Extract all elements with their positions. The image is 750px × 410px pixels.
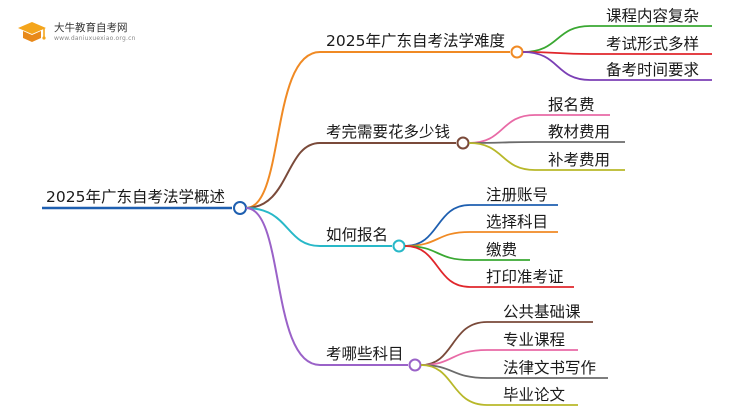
leaf-label: 专业课程 (503, 331, 565, 349)
leaf-label: 注册账号 (486, 186, 548, 204)
branch-node-subjects[interactable] (408, 358, 422, 372)
leaf-connector (522, 25, 591, 53)
logo-title: 大牛教育自考网 (54, 22, 128, 34)
leaf-label: 课程内容复杂 (606, 7, 699, 25)
site-logo[interactable]: 大牛教育自考网 www.daniuxuexiao.org.cn (14, 14, 154, 48)
logo-url: www.daniuxuexiao.org.cn (54, 35, 136, 42)
leaf-label: 备考时间要求 (606, 61, 699, 79)
leaf-connector (420, 364, 488, 406)
branch-label-difficulty: 2025年广东自考法学难度 (326, 32, 505, 50)
branch-connector-cost (245, 142, 321, 209)
leaf-label: 公共基础课 (503, 303, 581, 321)
leaf-connector (522, 51, 591, 81)
leaf-label: 打印准考证 (486, 268, 564, 286)
root-node[interactable] (233, 201, 247, 215)
branch-label-register: 如何报名 (326, 226, 388, 244)
branch-node-register[interactable] (392, 239, 406, 253)
leaf-label: 选择科目 (486, 213, 548, 231)
branch-label-cost: 考完需要花多少钱 (326, 123, 450, 141)
leaf-connector (468, 141, 536, 144)
branch-node-cost[interactable] (456, 136, 470, 150)
leaf-label: 报名费 (548, 96, 595, 114)
leaf-label: 缴费 (486, 241, 517, 259)
leaf-label: 考试形式多样 (606, 35, 699, 53)
branch-node-difficulty[interactable] (510, 45, 524, 59)
leaf-connector (468, 114, 536, 144)
leaf-connector (404, 245, 471, 288)
leaf-label: 补考费用 (548, 151, 610, 169)
branch-label-subjects: 考哪些科目 (326, 345, 404, 363)
graduation-cap-icon (18, 22, 46, 42)
leaf-label: 教材费用 (548, 123, 610, 141)
branch-connector-difficulty (245, 51, 321, 209)
leaf-label: 法律文书写作 (503, 359, 596, 377)
branch-connector-subjects (245, 207, 321, 366)
root-label: 2025年广东自考法学概述 (46, 188, 225, 206)
leaf-connector (468, 142, 536, 171)
leaf-connector (404, 204, 471, 247)
branch-connector-register (245, 207, 321, 247)
leaf-label: 毕业论文 (503, 386, 565, 404)
leaf-connector (420, 321, 488, 366)
